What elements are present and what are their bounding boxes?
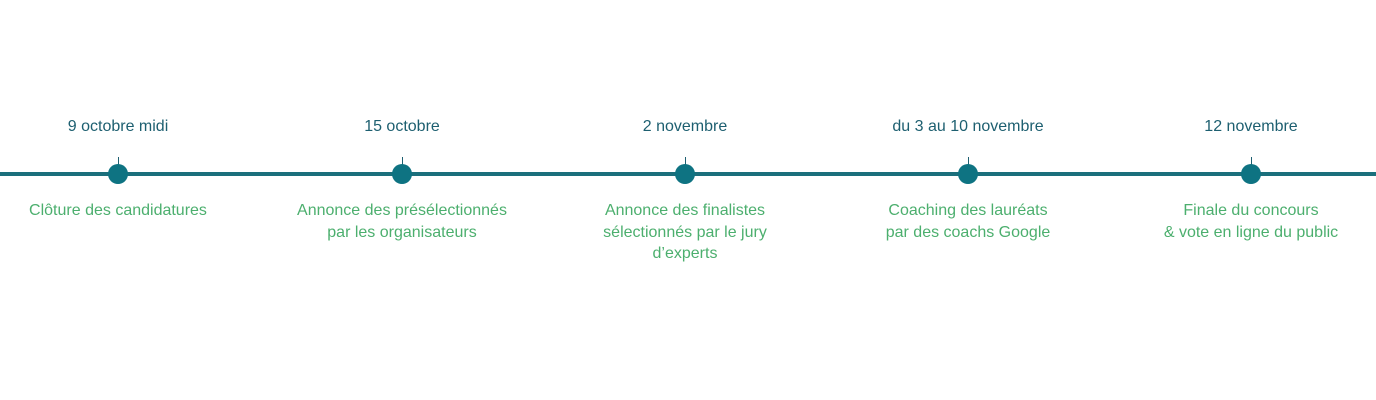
milestone-description-line: par les organisateurs — [327, 223, 477, 241]
milestone-date: du 3 au 10 novembre — [892, 118, 1044, 135]
milestone-description-line: Annonce des présélectionnés — [297, 202, 507, 219]
milestone-description-line: & vote en ligne du public — [1163, 223, 1339, 241]
milestone-description-line: sélectionnés par le jury — [603, 223, 767, 241]
milestone-date: 12 novembre — [1204, 118, 1298, 135]
milestone-dot — [675, 164, 695, 184]
milestone-tick — [685, 157, 686, 169]
milestone-description-line: Annonce des finalistes — [604, 202, 766, 219]
milestone-date: 9 octobre midi — [67, 118, 169, 135]
milestone-dot — [958, 164, 978, 184]
milestone-tick — [402, 157, 403, 169]
milestone-description: Coaching des lauréats par des coachs Goo… — [838, 200, 1098, 243]
milestone-description: Annonce des finalistes sélectionnés par … — [555, 200, 815, 265]
milestone-description-line: par des coachs Google — [885, 223, 1051, 241]
milestone-tick — [118, 157, 119, 169]
milestone-description-line: d’experts — [652, 245, 718, 262]
milestone-description-line: Clôture des candidatures — [29, 202, 207, 219]
milestone-description-line: Finale du concours — [1183, 202, 1319, 219]
milestone-date: 2 novembre — [642, 118, 728, 135]
milestone-tick — [968, 157, 969, 169]
milestone-description: Clôture des candidatures — [0, 200, 248, 222]
milestone-dot — [108, 164, 128, 184]
milestone-dot — [1241, 164, 1261, 184]
milestone-dot — [392, 164, 412, 184]
milestone-tick — [1251, 157, 1252, 169]
milestone-description-line: Coaching des lauréats — [888, 202, 1048, 219]
milestone-description: Finale du concours & vote en ligne du pu… — [1121, 200, 1376, 243]
milestone-description: Annonce des présélectionnés par les orga… — [272, 200, 532, 243]
milestone-date: 15 octobre — [364, 118, 440, 135]
